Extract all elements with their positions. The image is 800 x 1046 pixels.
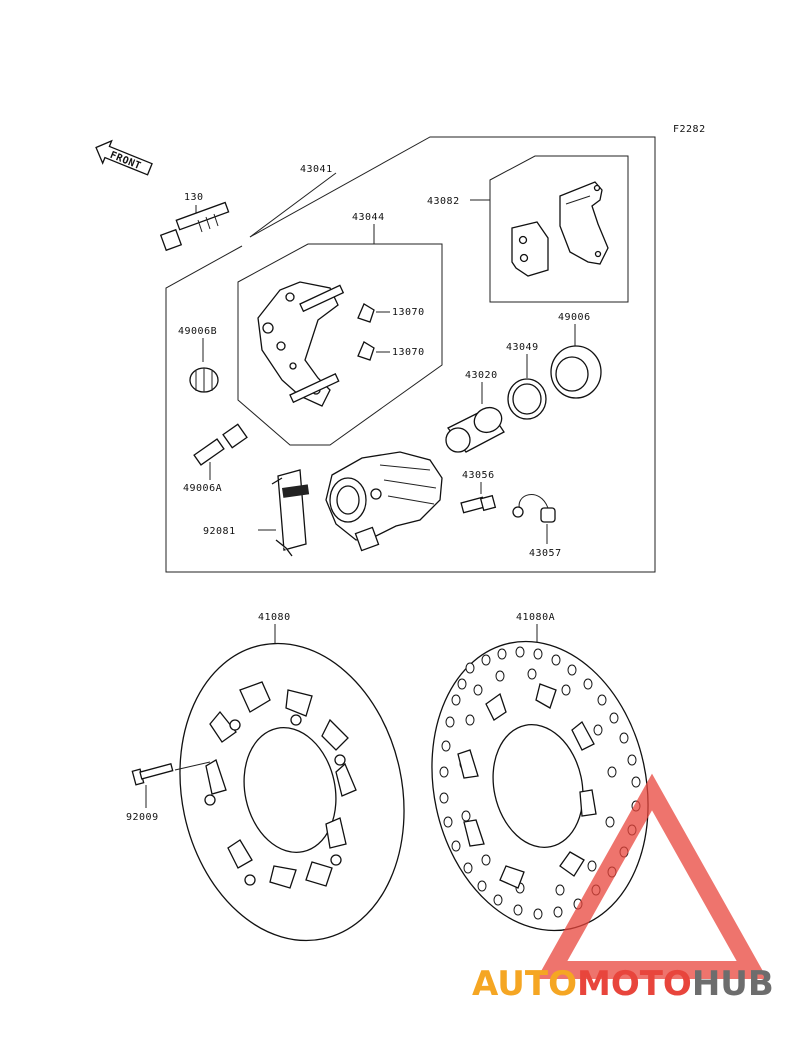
pad-spring-clip-upper [357, 303, 375, 323]
automotohub-logo [536, 773, 768, 979]
dust-seal [550, 345, 602, 399]
callout-43020: 43020 [465, 370, 498, 381]
brake-pad-left [511, 221, 549, 277]
callout-43057: 43057 [529, 548, 562, 559]
callout-49006: 49006 [558, 312, 591, 323]
caliper-assembly-frame [165, 136, 656, 573]
callout-43049: 43049 [506, 342, 539, 353]
watermark-triangle-icon [536, 773, 768, 979]
caliper-piston [445, 406, 505, 453]
callout-13070-lower: 13070 [392, 347, 425, 358]
piston-seal [507, 378, 547, 420]
mounting-bolt [159, 201, 230, 252]
callout-130: 130 [184, 192, 204, 203]
slide-pin [193, 423, 248, 466]
callout-43044: 43044 [352, 212, 385, 223]
bleeder-cap [512, 494, 556, 523]
callout-43041: 43041 [300, 164, 333, 175]
caliper-body [325, 451, 443, 552]
watermark-text: AUTOMOTOHUB [472, 964, 774, 1004]
pad-spring-plate [271, 469, 310, 557]
callout-92009: 92009 [126, 812, 159, 823]
watermark-hub: HUB [692, 964, 774, 1004]
callout-13070-upper: 13070 [392, 307, 425, 318]
callout-49006b: 49006B [178, 326, 217, 337]
callout-92081: 92081 [203, 526, 236, 537]
callout-43056: 43056 [462, 470, 495, 481]
callout-41080a: 41080A [516, 612, 555, 623]
callout-41080: 41080 [258, 612, 291, 623]
brake-pad-right [559, 181, 609, 265]
figure-code: F2282 [673, 124, 706, 135]
bracket-box [237, 243, 443, 446]
brake-disc-41080 [179, 642, 405, 942]
caliper-bracket [257, 281, 345, 407]
callout-43082: 43082 [427, 196, 460, 207]
watermark-moto: MOTO [577, 964, 692, 1004]
callout-49006a: 49006A [183, 483, 222, 494]
bleeder-valve [460, 494, 497, 514]
front-arrow-icon: FRONT [95, 139, 153, 176]
pin-boot [189, 367, 219, 393]
disc-screw [131, 763, 174, 786]
brake-disc-41080a [431, 640, 649, 932]
pad-spring-clip-lower [357, 341, 375, 361]
watermark-auto: AUTO [472, 964, 577, 1004]
pad-set-box [489, 155, 629, 303]
